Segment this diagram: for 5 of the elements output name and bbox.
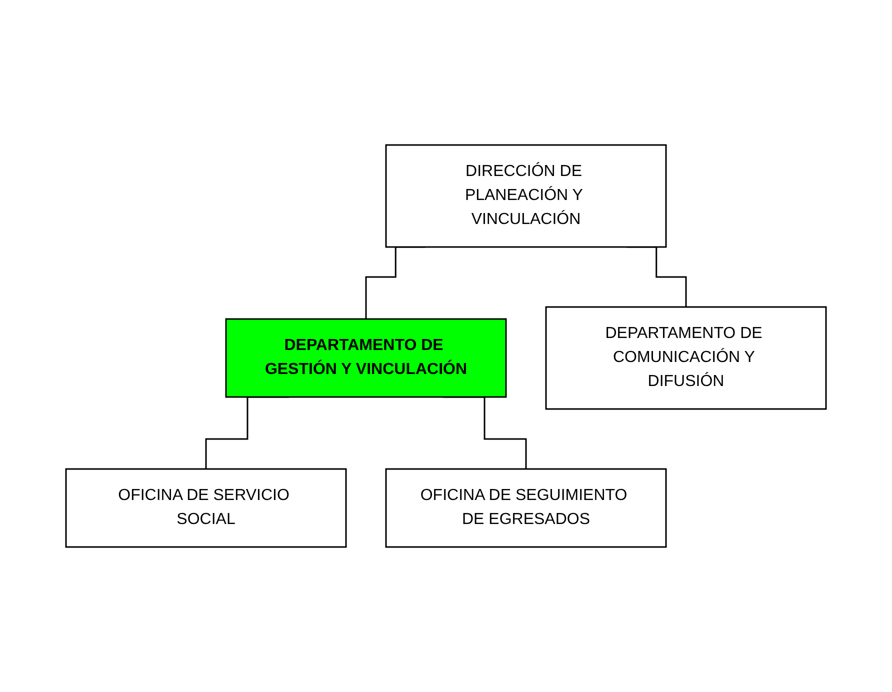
node-box: DIRECCIÓN DE PLANEACIÓN Y VINCULACIÓN [385,144,667,248]
node-box: OFICINA DE SERVICIO SOCIAL [65,468,347,548]
node-box: DEPARTAMENTO DE GESTIÓN Y VINCULACIÓN [225,318,507,398]
node-box: OFICINA DE SEGUIMIENTO DE EGRESADOS [385,468,667,548]
node-box: DEPARTAMENTO DE COMUNICACIÓN Y DIFUSIÓN [545,306,827,410]
